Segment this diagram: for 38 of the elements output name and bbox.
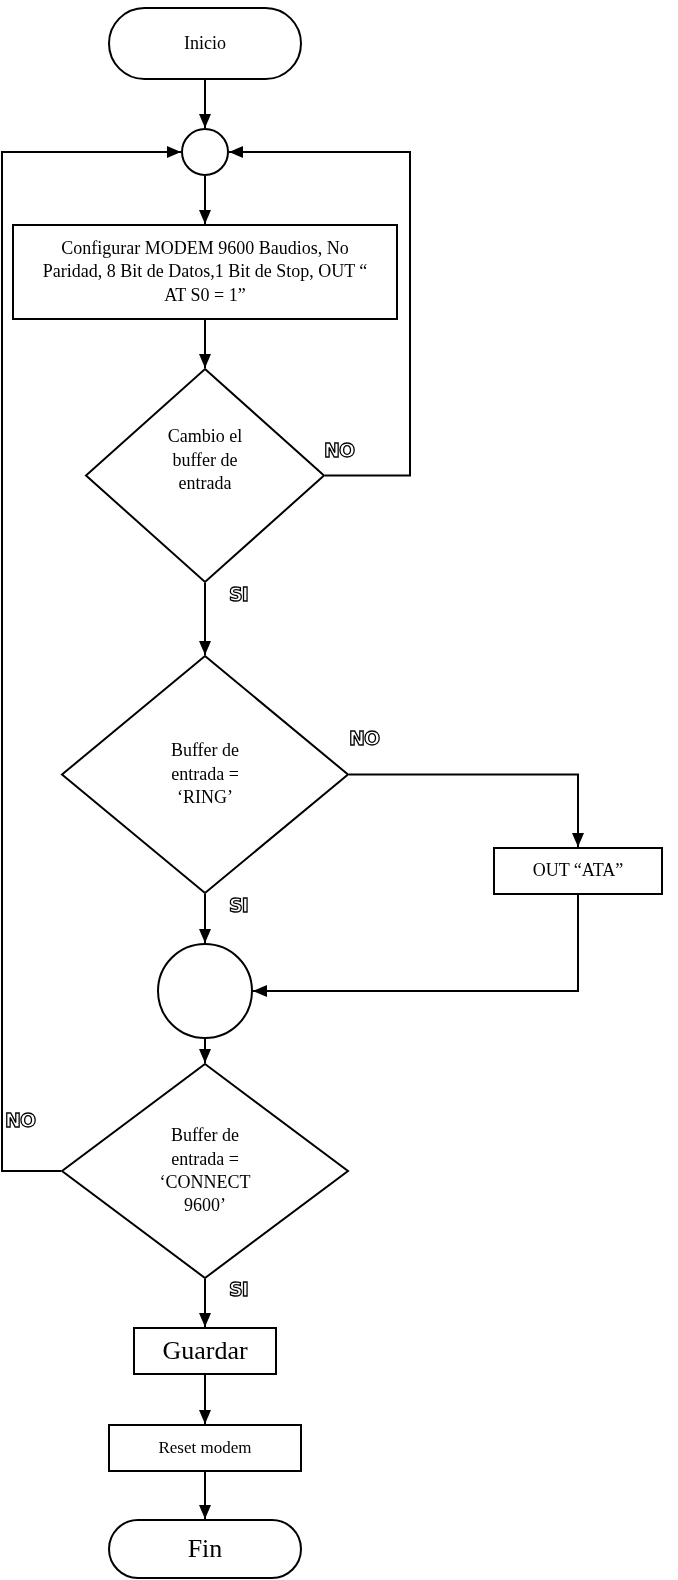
arrow [199,79,211,129]
step-text: Guardar [162,1335,248,1368]
arrow [1,146,182,1172]
arrow [199,582,211,656]
process-box [133,1327,277,1375]
edge-label: SI [228,895,249,916]
condition-text: Cambio el buffer de entrada [166,425,244,496]
edge-label: NO [323,440,356,461]
terminal-shape [108,1519,302,1579]
process-box [108,1424,302,1472]
step-text: Configurar MODEM 9600 Baudios, No Paridad, 8 Bit de Datos,1 Bit de Stop, OUT “ AT S0 = 1” [41,236,369,307]
arrow [348,773,584,848]
arrow [199,175,211,225]
edge-label: SI [228,1279,249,1300]
arrow [199,1038,211,1064]
step-text: Fin [187,1533,223,1566]
arrow [199,1278,211,1328]
arrow [252,894,579,997]
decision-diamond [85,368,325,583]
arrow [199,1374,211,1425]
connector-circle [181,128,229,176]
decision-diamond [61,655,349,894]
step-text: Reset modem [158,1436,252,1459]
step-text: Inicio [184,31,226,55]
arrow [199,319,211,369]
process-box [493,847,663,895]
arrow [199,893,211,944]
arrow [228,146,411,477]
edge-label: SI [228,584,249,605]
condition-text: Buffer de entrada = ‘CONNECT 9600’ [158,1124,252,1218]
condition-text: Buffer de entrada = ‘RING’ [169,739,241,810]
edge-label: NO [4,1110,37,1131]
edge-label: NO [348,728,381,749]
step-text: OUT “ATA” [532,859,624,883]
arrow [199,1471,211,1520]
connector-circle [157,943,253,1039]
process-box [12,224,398,320]
decision-diamond [61,1063,349,1279]
